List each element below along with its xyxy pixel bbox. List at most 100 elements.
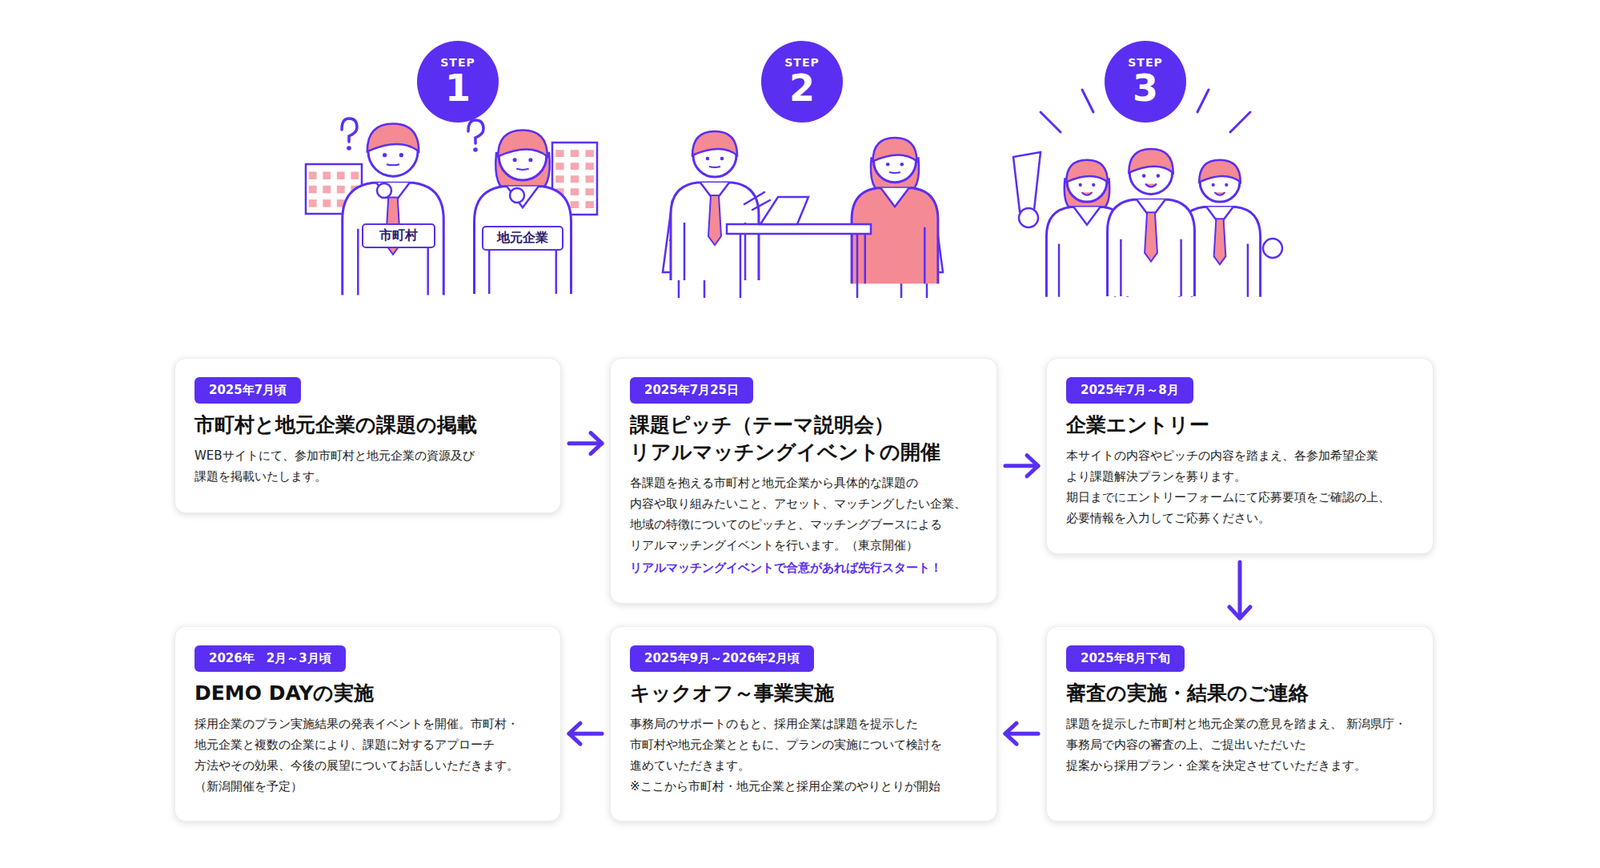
- window: [336, 185, 345, 194]
- hair: [1066, 160, 1108, 183]
- arm-line: [489, 230, 557, 294]
- flow-arrow: [569, 433, 602, 454]
- mouth: [1145, 184, 1157, 188]
- window: [570, 188, 579, 196]
- date-label: 2025年7月～8月: [1080, 380, 1179, 401]
- box-heading: 市町村と地元企業の課題の掲載: [194, 411, 543, 439]
- eye: [720, 156, 725, 161]
- window: [585, 200, 594, 209]
- date-label: 2025年7月25日: [644, 380, 739, 401]
- arrow-shaft: [569, 441, 602, 446]
- arrow-shaft: [1005, 463, 1039, 468]
- arrow-head: [569, 722, 581, 744]
- torso: [1107, 199, 1195, 297]
- box-note: リアルマッチングイベントで合意があれば先行スタート！: [629, 557, 979, 578]
- arrow-shaft: [569, 731, 602, 736]
- mouth: [709, 166, 721, 168]
- arm-line: [1120, 239, 1181, 297]
- role-badge: 地元企業: [481, 225, 564, 251]
- collar: [506, 186, 539, 208]
- window: [585, 149, 594, 157]
- box-body: WEBサイトにて、参加市町村と地元企業の資源及び 課題を掲載いたします。: [194, 445, 543, 487]
- arrow-head: [1026, 455, 1039, 477]
- window: [585, 188, 594, 196]
- window: [570, 162, 579, 170]
- eye: [705, 156, 710, 161]
- eye: [1078, 183, 1083, 187]
- eye: [1142, 173, 1147, 178]
- eye: [886, 162, 891, 167]
- collar: [1073, 207, 1100, 225]
- date-pill: 2025年8月下旬: [1066, 645, 1185, 672]
- process-box: 2025年8月下旬審査の実施・結果のご連絡課題を提示した市町村と地元企業の意見を…: [1046, 625, 1434, 822]
- arrow-head: [590, 433, 602, 454]
- date-pill: 2026年 2月～3月頃: [194, 645, 346, 672]
- hair: [1198, 160, 1241, 183]
- table-legs: [740, 233, 858, 298]
- step-word: STEP: [1127, 56, 1163, 69]
- box-heading: DEMO DAYの実施: [194, 679, 543, 707]
- date-label: 2025年9月～2026年2月頃: [644, 648, 800, 669]
- eye: [1224, 183, 1228, 187]
- box-heading: 課題ピッチ（テーマ説明会） リアルマッチングイベントの開催: [629, 411, 979, 466]
- window: [585, 175, 594, 183]
- arm-line: [865, 227, 925, 285]
- torso: [342, 182, 445, 295]
- person-figure: [851, 137, 939, 284]
- tie: [708, 195, 722, 245]
- step-circle: STEP3: [1104, 40, 1187, 123]
- step-circle: STEP2: [761, 40, 843, 123]
- step-word: STEP: [784, 56, 819, 69]
- gesture-hand: [744, 192, 770, 210]
- window: [308, 185, 317, 194]
- question-mark: [468, 120, 484, 144]
- process-box: 2025年7月頃市町村と地元企業の課題の掲載 WEBサイトにて、参加市町村と地元企…: [174, 357, 562, 514]
- table: [726, 224, 871, 234]
- date-pill: 2025年7月25日: [629, 376, 754, 404]
- box-body: 各課題を抱える市町村と地元企業から具体的な課題の 内容や取り組みたいこと、アセッ…: [629, 472, 979, 556]
- flow-arrow: [1229, 561, 1251, 618]
- process-box: 2025年7月25日課題ピッチ（テーマ説明会） リアルマッチングイベントの開催各…: [609, 357, 998, 604]
- hand: [376, 183, 392, 198]
- process-box: 2026年 2月～3月頃DEMO DAYの実施採用企業のプラン実施結果の発表イベ…: [174, 625, 562, 822]
- arrow-head: [1229, 606, 1251, 618]
- window: [322, 171, 331, 180]
- date-label: 2025年7月頃: [208, 380, 287, 401]
- window: [350, 171, 359, 180]
- burst-ray: [1197, 89, 1209, 113]
- mouth: [889, 171, 901, 174]
- question-dot: [473, 147, 478, 153]
- eye: [1091, 183, 1095, 187]
- box-heading: 企業エントリー: [1066, 411, 1416, 439]
- hand: [509, 188, 525, 203]
- window: [570, 175, 579, 183]
- box-body: 課題を提示した市町村と地元企業の意見を踏まえ、 新潟県庁・事務局で内容の審査の上…: [1066, 713, 1416, 776]
- window: [308, 199, 317, 208]
- eye: [900, 162, 905, 167]
- mouth: [1082, 192, 1093, 196]
- date-pill: 2025年7月頃: [194, 376, 301, 404]
- box-note: ※ここから市町村・地元企業と採用企業のやりとりが開始: [629, 775, 979, 797]
- mouth: [386, 164, 400, 165]
- eye: [528, 157, 533, 162]
- hair: [873, 137, 918, 161]
- burst-ray: [1230, 112, 1251, 133]
- window: [570, 200, 579, 209]
- person-figure: [474, 129, 572, 294]
- window: [336, 171, 345, 180]
- window: [555, 162, 564, 170]
- window: [570, 149, 579, 157]
- flow-arrow: [1005, 722, 1039, 744]
- eye: [399, 152, 404, 157]
- collar: [880, 188, 909, 208]
- process-box: 2025年9月～2026年2月頃キックオフ～事業実施事務局のサポートのもと、採用…: [609, 625, 998, 822]
- step2-illustration: [662, 131, 943, 298]
- date-label: 2025年8月下旬: [1080, 648, 1171, 669]
- window: [585, 162, 594, 170]
- window: [308, 171, 317, 180]
- step1-illustration: [305, 118, 598, 296]
- mouth: [1215, 192, 1226, 196]
- eye: [1156, 173, 1161, 178]
- burst-ray: [1040, 112, 1061, 133]
